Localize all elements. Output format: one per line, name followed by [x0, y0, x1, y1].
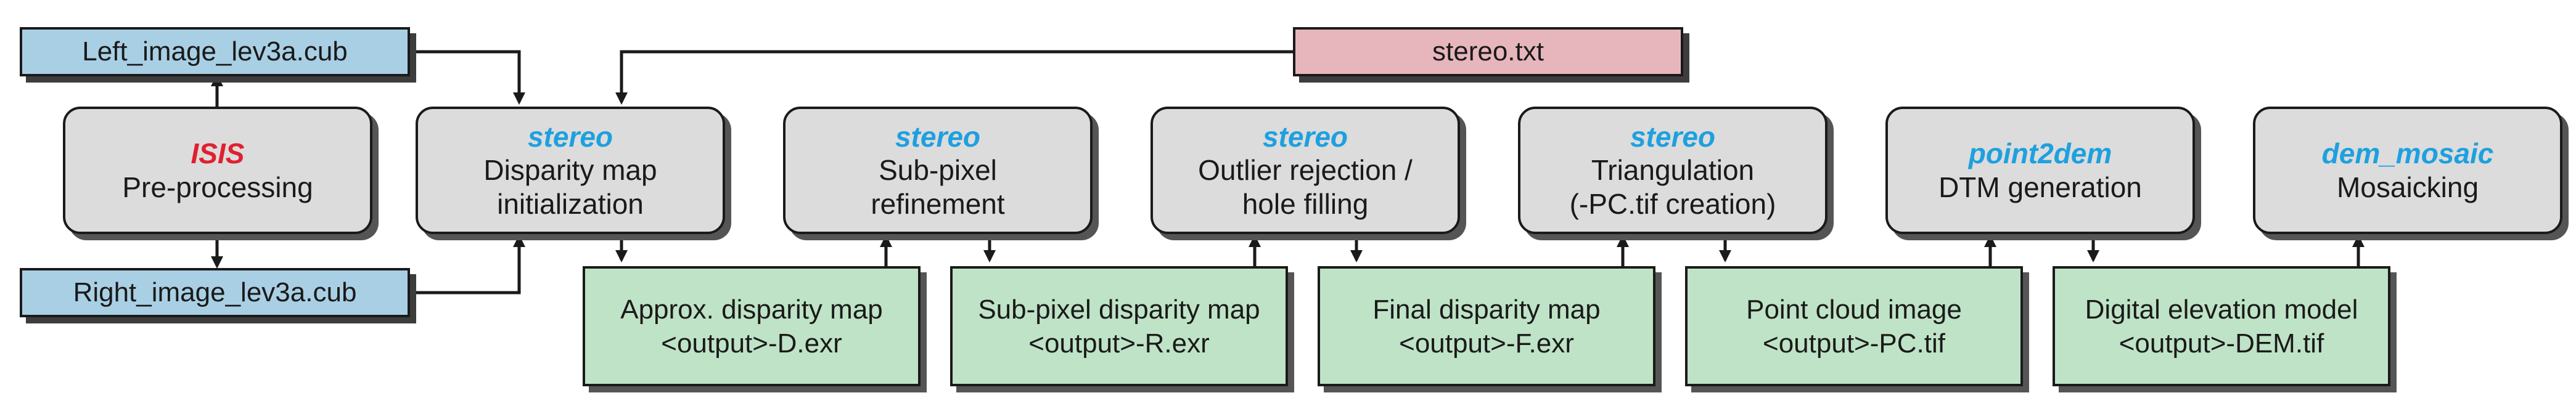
- process-disparity-initialization: stereo Disparity map initialization: [416, 107, 725, 234]
- output-final-disparity: Final disparity map <output>-F.exr: [1318, 266, 1655, 386]
- output-dem: Digital elevation model <output>-DEM.tif: [2053, 266, 2390, 386]
- left-image-file: Left_image_lev3a.cub: [20, 27, 410, 76]
- output-title: Sub-pixel disparity map: [978, 294, 1260, 325]
- output-filename: <output>-PC.tif: [1763, 328, 1945, 359]
- output-filename: <output>-R.exr: [1028, 328, 1210, 359]
- process-outlier-rejection: stereo Outlier rejection / hole filling: [1151, 107, 1460, 234]
- process-tool-name: stereo: [527, 121, 613, 153]
- process-preprocessing: ISIS Pre-processing: [63, 107, 372, 234]
- output-subpixel-disparity: Sub-pixel disparity map <output>-R.exr: [950, 266, 1288, 386]
- output-title: Approx. disparity map: [620, 294, 883, 325]
- right-image-file: Right_image_lev3a.cub: [20, 268, 410, 317]
- left-image-filename: Left_image_lev3a.cub: [82, 36, 348, 67]
- process-mosaicking: dem_mosaic Mosaicking: [2253, 107, 2562, 234]
- stereo-config-file: stereo.txt: [1293, 27, 1683, 76]
- process-subpixel-refinement: stereo Sub-pixel refinement: [783, 107, 1093, 234]
- process-tool-name: stereo: [1262, 121, 1348, 153]
- process-description: Disparity map: [483, 154, 657, 187]
- process-description: Mosaicking: [2336, 171, 2479, 203]
- output-title: Digital elevation model: [2085, 294, 2358, 325]
- output-filename: <output>-F.exr: [1399, 328, 1574, 359]
- process-description: DTM generation: [1938, 171, 2142, 203]
- process-description: refinement: [871, 187, 1005, 220]
- process-description: Outlier rejection /: [1198, 154, 1413, 187]
- process-description: (-PC.tif creation): [1569, 187, 1776, 220]
- process-description: Triangulation: [1591, 154, 1755, 187]
- process-triangulation: stereo Triangulation (-PC.tif creation): [1518, 107, 1827, 234]
- right-image-filename: Right_image_lev3a.cub: [73, 277, 357, 308]
- output-point-cloud: Point cloud image <output>-PC.tif: [1685, 266, 2023, 386]
- arrow-config-to-disparity-init: [615, 50, 1293, 105]
- process-tool-name: ISIS: [191, 137, 245, 170]
- process-dtm-generation: point2dem DTM generation: [1885, 107, 2195, 234]
- output-title: Final disparity map: [1372, 294, 1601, 325]
- process-description: hole filling: [1242, 187, 1369, 220]
- process-description: initialization: [497, 187, 644, 220]
- process-tool-name: point2dem: [1968, 137, 2112, 170]
- stereo-config-filename: stereo.txt: [1432, 36, 1544, 67]
- process-description: Sub-pixel: [879, 154, 997, 187]
- output-title: Point cloud image: [1746, 294, 1962, 325]
- output-approx-disparity: Approx. disparity map <output>-D.exr: [583, 266, 921, 386]
- process-tool-name: dem_mosaic: [2321, 137, 2494, 170]
- process-tool-name: stereo: [1630, 121, 1716, 153]
- arrow-left-image-to-disparity-init: [410, 50, 525, 105]
- output-filename: <output>-D.exr: [661, 328, 842, 359]
- process-description: Pre-processing: [122, 171, 313, 203]
- arrow-right-image-to-disparity-init: [410, 235, 525, 294]
- process-tool-name: stereo: [895, 121, 981, 153]
- output-filename: <output>-DEM.tif: [2119, 328, 2324, 359]
